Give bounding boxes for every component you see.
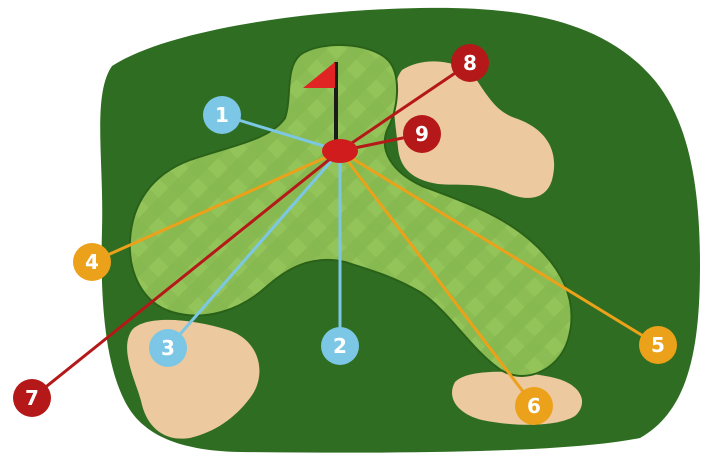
marker-4: 4 — [73, 243, 111, 281]
marker-5: 5 — [639, 326, 677, 364]
marker-9: 9 — [403, 115, 441, 153]
marker-5-label: 5 — [651, 333, 665, 357]
hole-cup — [322, 139, 358, 163]
marker-3-label: 3 — [161, 336, 175, 360]
marker-7: 7 — [13, 379, 51, 417]
marker-7-label: 7 — [25, 386, 39, 410]
marker-1-label: 1 — [215, 103, 229, 127]
marker-2: 2 — [321, 327, 359, 365]
marker-3: 3 — [149, 329, 187, 367]
marker-9-label: 9 — [415, 122, 429, 146]
marker-8: 8 — [451, 44, 489, 82]
marker-2-label: 2 — [333, 334, 347, 358]
marker-8-label: 8 — [463, 51, 477, 75]
marker-6: 6 — [515, 387, 553, 425]
marker-4-label: 4 — [85, 250, 99, 274]
marker-6-label: 6 — [527, 394, 541, 418]
marker-1: 1 — [203, 96, 241, 134]
